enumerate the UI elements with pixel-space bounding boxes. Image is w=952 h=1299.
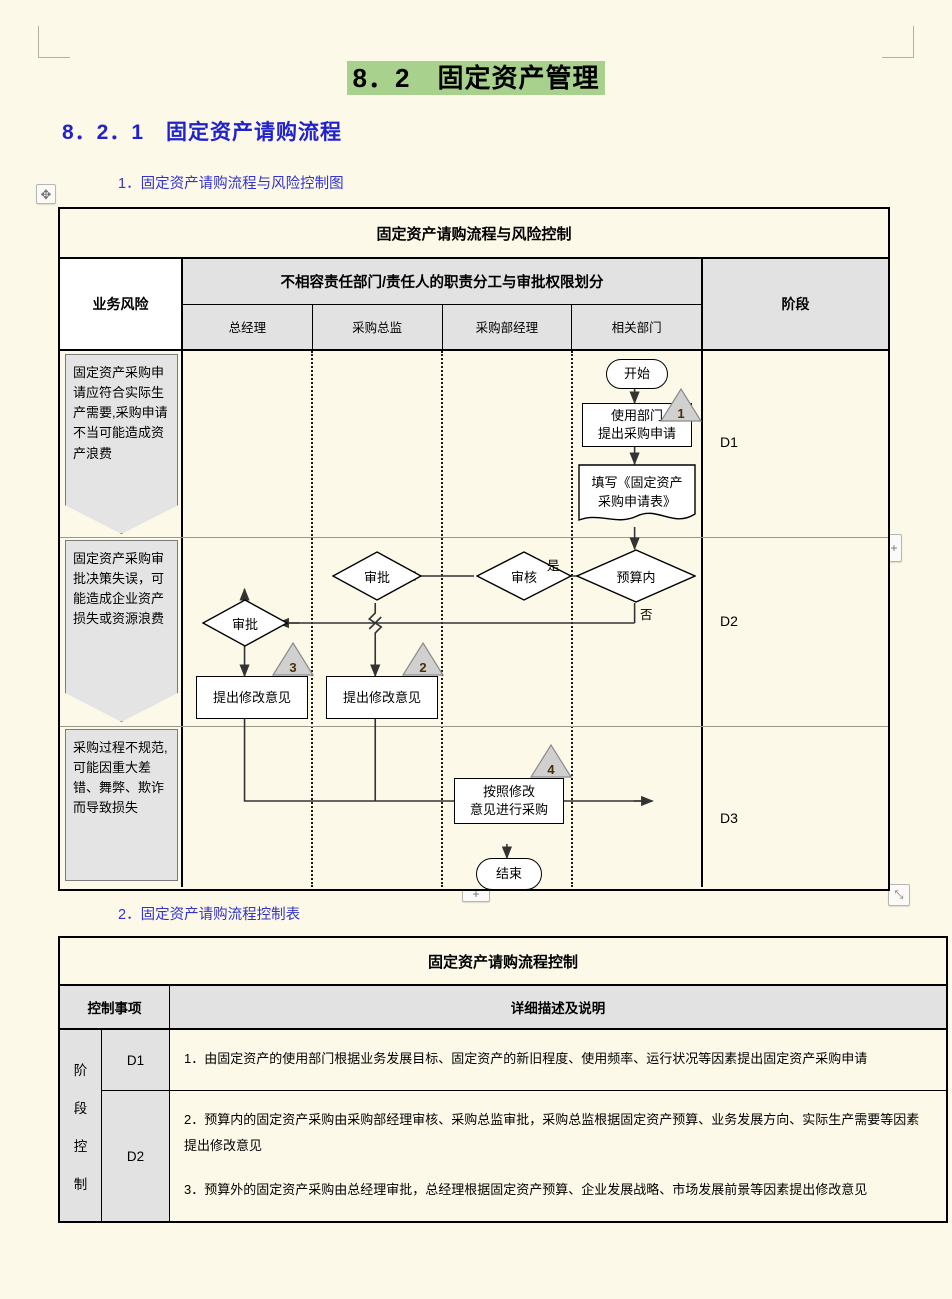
node-review: 审核 — [476, 551, 572, 601]
node-budget-decision-label: 预算内 — [616, 569, 656, 585]
risk-badge-4-label: 4 — [547, 762, 555, 777]
control-vertical-label-char-0: 阶 — [73, 1062, 88, 1078]
crop-mark-top-right — [882, 26, 914, 58]
node-budget-decision: 预算内 — [576, 549, 696, 603]
control-vertical-label: 阶 段 控 制 — [60, 1030, 102, 1221]
control-table-body: 阶 段 控 制 D1 1．由固定资产的使用部门根据业务发展目标、固定资产的新旧程… — [60, 1030, 946, 1221]
flowchart-canvas: 固定资产采购申请应符合实际生产需要,采购申请不当可能造成资产浪费 固定资产采购审… — [60, 351, 888, 890]
table-row: D1 1．由固定资产的使用部门根据业务发展目标、固定资产的新旧程度、使用频率、运… — [102, 1030, 946, 1091]
column-group-roles: 不相容责任部门/责任人的职责分工与审批权限划分 总经理 采购总监 采购部经理 相… — [183, 259, 703, 349]
node-execute-purchase: 按照修改 意见进行采购 — [454, 778, 564, 824]
control-column-header-item: 控制事项 — [60, 986, 170, 1028]
flow-table-header-row: 业务风险 不相容责任部门/责任人的职责分工与审批权限划分 总经理 采购总监 采购… — [60, 259, 888, 351]
control-desc-item: 3．预算外的固定资产采购由总经理审批，总经理根据固定资产预算、企业发展战略、市场… — [184, 1182, 868, 1197]
chapter-title: 8．2 固定资产管理 — [0, 58, 952, 95]
section-title: 8．2．1 固定资产请购流程 — [62, 121, 343, 144]
edge-label-yes: 是 — [547, 559, 560, 573]
figure-caption-1: 1．固定资产请购流程与风险控制图 — [118, 176, 344, 192]
stage-divider-d1-d2 — [60, 537, 888, 538]
insert-column-button[interactable]: + — [886, 534, 902, 562]
node-approve-director-label: 审批 — [363, 569, 390, 585]
control-vertical-label-char-3: 制 — [73, 1176, 88, 1192]
risk-cell-d1: 固定资产采购申请应符合实际生产需要,采购申请不当可能造成资产浪费 — [65, 354, 178, 534]
risk-badge-4: 4 — [530, 743, 572, 779]
node-fill-form: 填写《固定资产 采购申请表》 — [578, 464, 696, 527]
node-opinion-director: 提出修改意见 — [326, 676, 438, 719]
role-subheader-row: 总经理 采购总监 采购部经理 相关部门 — [183, 304, 701, 349]
control-vertical-label-char-1: 段 — [73, 1100, 88, 1116]
node-approve-gm-label: 审批 — [231, 616, 258, 632]
column-header-roles: 不相容责任部门/责任人的职责分工与审批权限划分 — [183, 259, 701, 305]
figure-caption-2: 2．固定资产请购流程控制表 — [118, 907, 301, 923]
risk-cell-d2: 固定资产采购审批决策失误，可能造成企业资产损失或资源浪费 — [65, 540, 178, 722]
swimlane-divider-2 — [441, 351, 443, 887]
crop-mark-top-left — [38, 26, 70, 58]
column-header-risk: 业务风险 — [60, 259, 183, 349]
control-vertical-label-char-2: 控 — [73, 1138, 88, 1154]
control-row-desc-d1: 1．由固定资产的使用部门根据业务发展目标、固定资产的新旧程度、使用频率、运行状况… — [170, 1030, 946, 1090]
table-row: D2 2．预算内的固定资产采购由采购部经理审核、采购总监审批，采购总监根据固定资… — [102, 1091, 946, 1221]
risk-badge-1: 1 — [660, 387, 702, 423]
flow-risk-table: 固定资产请购流程与风险控制 业务风险 不相容责任部门/责任人的职责分工与审批权限… — [58, 207, 890, 891]
chapter-title-text: 8．2 固定资产管理 — [346, 61, 606, 95]
control-row-code-d1: D1 — [102, 1030, 170, 1090]
control-desc-item: 2．预算内的固定资产采购由采购部经理审核、采购总监审批，采购总监根据固定资产预算… — [184, 1112, 920, 1153]
risk-cell-d3: 采购过程不规范,可能因重大差错、舞弊、欺诈而导致损失 — [65, 729, 178, 881]
edge-label-no: 否 — [640, 608, 653, 622]
flow-table-title: 固定资产请购流程与风险控制 — [60, 209, 888, 259]
control-row-code-d2: D2 — [102, 1091, 170, 1221]
stage-code-d1: D1 — [720, 434, 738, 450]
column-header-role-dept: 相关部门 — [611, 321, 662, 336]
control-table-header-row: 控制事项 详细描述及说明 — [60, 986, 946, 1030]
control-table: 固定资产请购流程控制 控制事项 详细描述及说明 阶 段 控 制 D1 1．由固定… — [58, 936, 948, 1223]
column-header-stage: 阶段 — [703, 259, 888, 349]
risk-badge-3-label: 3 — [289, 660, 297, 675]
column-header-role-director: 采购总监 — [313, 304, 443, 349]
swimlane-divider-3 — [571, 351, 573, 887]
divider-risk-column — [181, 351, 183, 887]
node-approve-director: 审批 — [332, 551, 422, 601]
divider-stage-column — [701, 351, 703, 887]
node-review-label: 审核 — [510, 569, 537, 585]
node-approve-gm: 审批 — [202, 599, 288, 647]
table-resize-handle-icon[interactable]: ⤡ — [888, 884, 910, 906]
node-start: 开始 — [606, 359, 668, 389]
control-desc-item: 1．由固定资产的使用部门根据业务发展目标、固定资产的新旧程度、使用频率、运行状况… — [184, 1051, 868, 1066]
node-fill-form-label: 填写《固定资产 采购申请表》 — [591, 474, 683, 509]
control-column-header-desc: 详细描述及说明 — [510, 1001, 606, 1016]
risk-badge-2: 2 — [402, 641, 444, 677]
risk-badge-3: 3 — [272, 641, 314, 677]
swimlane-divider-1 — [311, 351, 313, 887]
stage-code-d3: D3 — [720, 810, 738, 826]
column-header-role-gm: 总经理 — [183, 304, 313, 349]
stage-divider-d2-d3 — [60, 726, 888, 727]
control-table-title: 固定资产请购流程控制 — [60, 938, 946, 986]
risk-badge-2-label: 2 — [419, 660, 427, 675]
table-move-handle-icon[interactable]: ✥ — [36, 184, 56, 204]
control-row-desc-d2: 2．预算内的固定资产采购由采购部经理审核、采购总监审批，采购总监根据固定资产预算… — [170, 1091, 946, 1221]
node-end: 结束 — [476, 858, 542, 890]
stage-code-d2: D2 — [720, 613, 738, 629]
node-opinion-gm: 提出修改意见 — [196, 676, 308, 719]
column-header-role-manager: 采购部经理 — [443, 304, 573, 349]
risk-badge-1-label: 1 — [677, 406, 685, 421]
